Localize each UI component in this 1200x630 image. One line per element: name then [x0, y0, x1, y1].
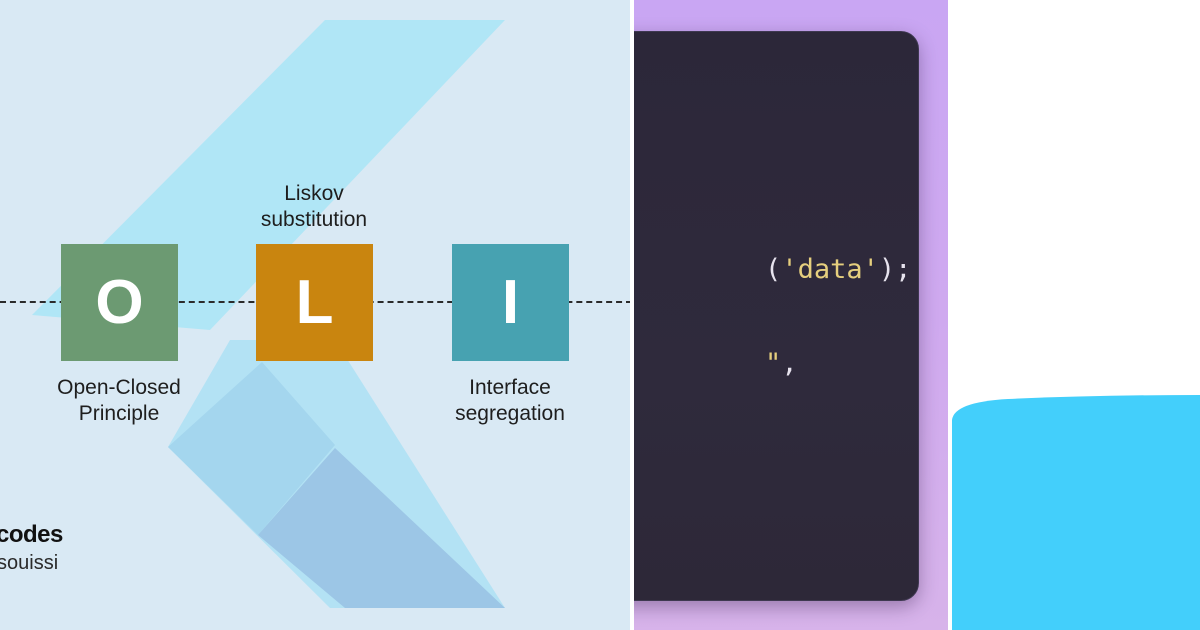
cyan-blob-shape	[952, 395, 1200, 630]
code-open-paren: (	[765, 254, 782, 285]
code-string-literal: 'data'	[781, 254, 879, 285]
solid-diagram-panel: Liskov substitution O L I Open-Closed Pr…	[0, 0, 630, 630]
open-closed-label: Open-Closed Principle	[57, 376, 181, 425]
tile-interface-segregation: I	[452, 244, 569, 361]
code-line-1: ('data');	[635, 222, 911, 318]
author-handle: souissi	[0, 552, 59, 574]
code-comma: ,	[781, 348, 798, 379]
tile-liskov: L	[256, 244, 373, 361]
logo-bottom-block	[258, 448, 505, 608]
cyan-shape-panel	[948, 0, 1200, 630]
code-close: );	[878, 254, 912, 285]
code-editor-panel: ('data'); ",	[634, 0, 948, 630]
interface-segregation-label: Interface segregation	[455, 376, 565, 425]
tile-open-closed: O	[61, 244, 178, 361]
brand-name: codes	[0, 521, 63, 548]
liskov-label: Liskov substitution	[260, 182, 368, 231]
logo-mid-block	[168, 362, 335, 535]
panel-divider	[630, 0, 634, 630]
editor-window: ('data'); ",	[634, 31, 919, 601]
code-quote: "	[765, 348, 782, 379]
code-line-2: ",	[635, 316, 798, 412]
